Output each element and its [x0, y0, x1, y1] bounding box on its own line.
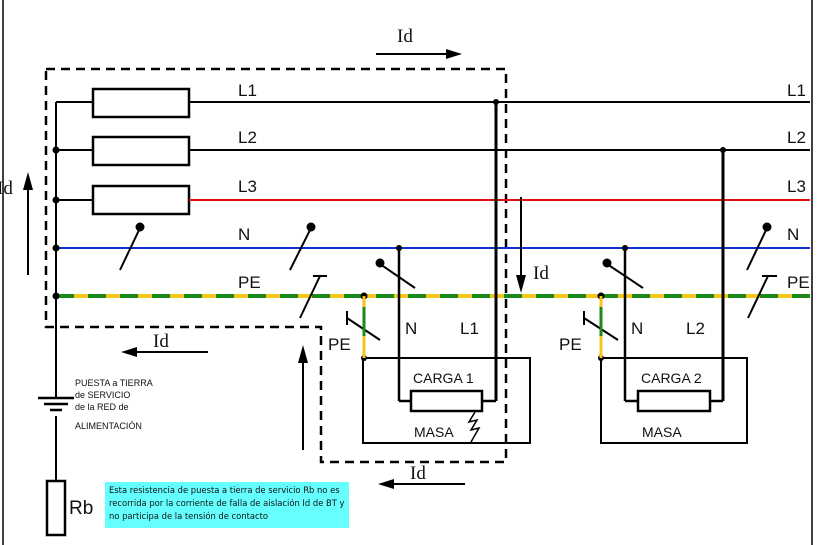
load2-masa: MASA [642, 424, 682, 440]
current-label-bottom-left: Id [153, 331, 169, 352]
current-label-top: Id [397, 26, 413, 47]
label-l3: L3 [238, 177, 257, 196]
current-label-left: Id [0, 178, 13, 199]
load2-title: CARGA 2 [641, 370, 702, 386]
label-l2: L2 [238, 128, 257, 147]
load1-pe-label: PE [328, 335, 351, 354]
source-windings [91, 87, 191, 216]
label-right-l3: L3 [787, 177, 806, 196]
load1-title: CARGA 1 [413, 370, 474, 386]
earthing-line-1: PUESTA a TIERRA [75, 378, 153, 388]
winding-l1 [91, 87, 191, 119]
current-arrows [23, 49, 526, 489]
label-right-pe: PE [787, 273, 810, 292]
load2-pe-label: PE [559, 335, 582, 354]
load1-n-label: N [405, 319, 417, 338]
winding-l3 [91, 184, 191, 216]
load1-masa: MASA [414, 424, 454, 440]
load2-phase-label: L2 [686, 319, 705, 338]
label-right-l2: L2 [787, 128, 806, 147]
rb-explanation-note: Esta resistencia de puesta a tierra de s… [105, 482, 349, 528]
conductor-markers [119, 222, 777, 341]
ground-icon [38, 396, 74, 412]
masa-frame-2 [600, 357, 748, 444]
rb-resistor [45, 479, 67, 537]
load2-n-label: N [631, 319, 643, 338]
winding-l2 [91, 135, 191, 167]
label-n: N [238, 225, 250, 244]
earthing-line-4: ALIMENTACIÓN [75, 421, 142, 431]
load-resistor-2 [636, 389, 712, 413]
current-label-fault: Id [533, 263, 549, 284]
label-right-n: N [787, 225, 799, 244]
label-l1: L1 [238, 81, 257, 100]
earthing-line-3: de la RED de [75, 402, 129, 412]
label-right-l1: L1 [787, 81, 806, 100]
fault-loop-dashed [44, 67, 508, 464]
fault-lightning-icon [467, 411, 481, 443]
earthing-line-2: de SERVICIO [75, 390, 130, 400]
load-1: N L1 PE CARGA 1 MASA [328, 102, 531, 444]
label-pe: PE [238, 273, 261, 292]
current-label-bottom: Id [410, 463, 426, 484]
load1-phase-label: L1 [460, 319, 479, 338]
load-2: N L2 PE CARGA 2 MASA [559, 150, 748, 444]
masa-frame-1 [362, 357, 531, 444]
rb-label: Rb [69, 498, 93, 519]
load-resistor-1 [409, 389, 484, 413]
